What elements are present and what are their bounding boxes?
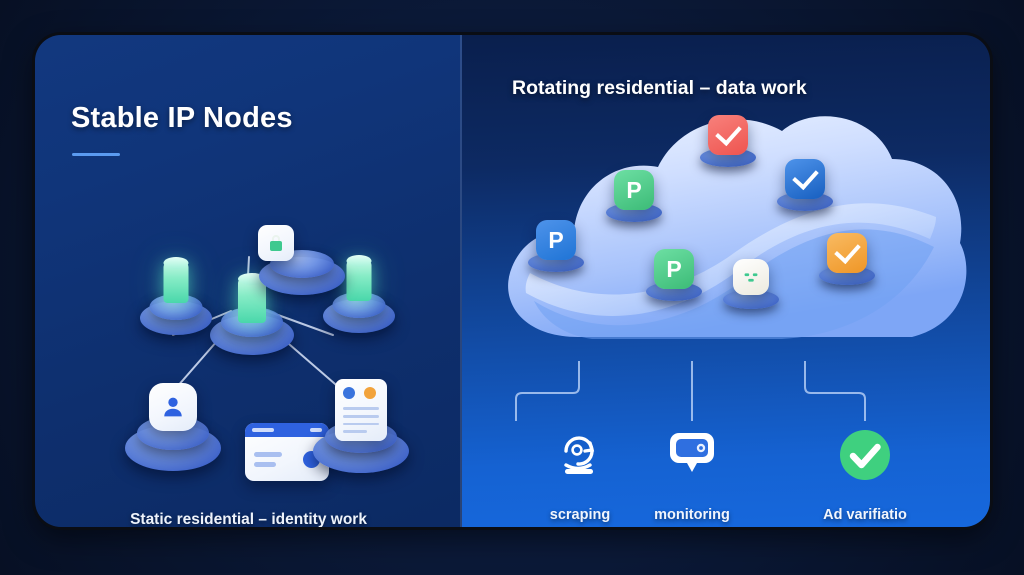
id-card-icon <box>245 423 329 481</box>
cloud-illustration: P P P <box>482 87 982 387</box>
right-panel-title: Rotating residential – data work <box>512 77 807 99</box>
left-panel-caption: Static residential – identity work <box>130 511 367 527</box>
title-underline <box>72 153 120 156</box>
hub-node <box>210 273 294 355</box>
lock-icon <box>258 225 294 261</box>
server-glyph <box>744 273 758 282</box>
document-node <box>313 379 409 473</box>
monitor-icon <box>660 427 724 491</box>
prism-node-left <box>140 257 212 337</box>
user-icon <box>149 383 197 431</box>
prism-icon <box>346 255 372 301</box>
document-icon <box>335 379 387 441</box>
cloud-connector-lines <box>515 361 866 421</box>
use-case-label-monitoring: monitoring <box>654 507 730 523</box>
check-circle-glyph <box>840 430 890 480</box>
lock-glyph <box>270 235 282 251</box>
comparison-card: Stable IP Nodes <box>35 35 990 527</box>
prism-icon <box>163 257 189 303</box>
lock-node <box>238 225 345 295</box>
user-glyph <box>164 397 182 417</box>
id-card-node <box>240 423 334 487</box>
user-node <box>125 383 221 471</box>
node-network-diagram <box>35 35 462 527</box>
page-title: Stable IP Nodes <box>71 102 293 134</box>
scraping-icon <box>548 421 612 485</box>
use-case-label-ad-verification: Ad varifiatio <box>823 507 907 523</box>
prism-node-right <box>323 255 395 335</box>
monitor-glyph <box>670 433 714 472</box>
scraping-glyph <box>564 436 595 474</box>
use-case-label-scraping: scraping <box>549 507 611 523</box>
check-circle-icon <box>833 423 897 487</box>
prism-icon <box>238 273 266 323</box>
left-panel: Stable IP Nodes <box>35 35 462 527</box>
right-panel: Rotating residential – data work <box>462 35 990 527</box>
